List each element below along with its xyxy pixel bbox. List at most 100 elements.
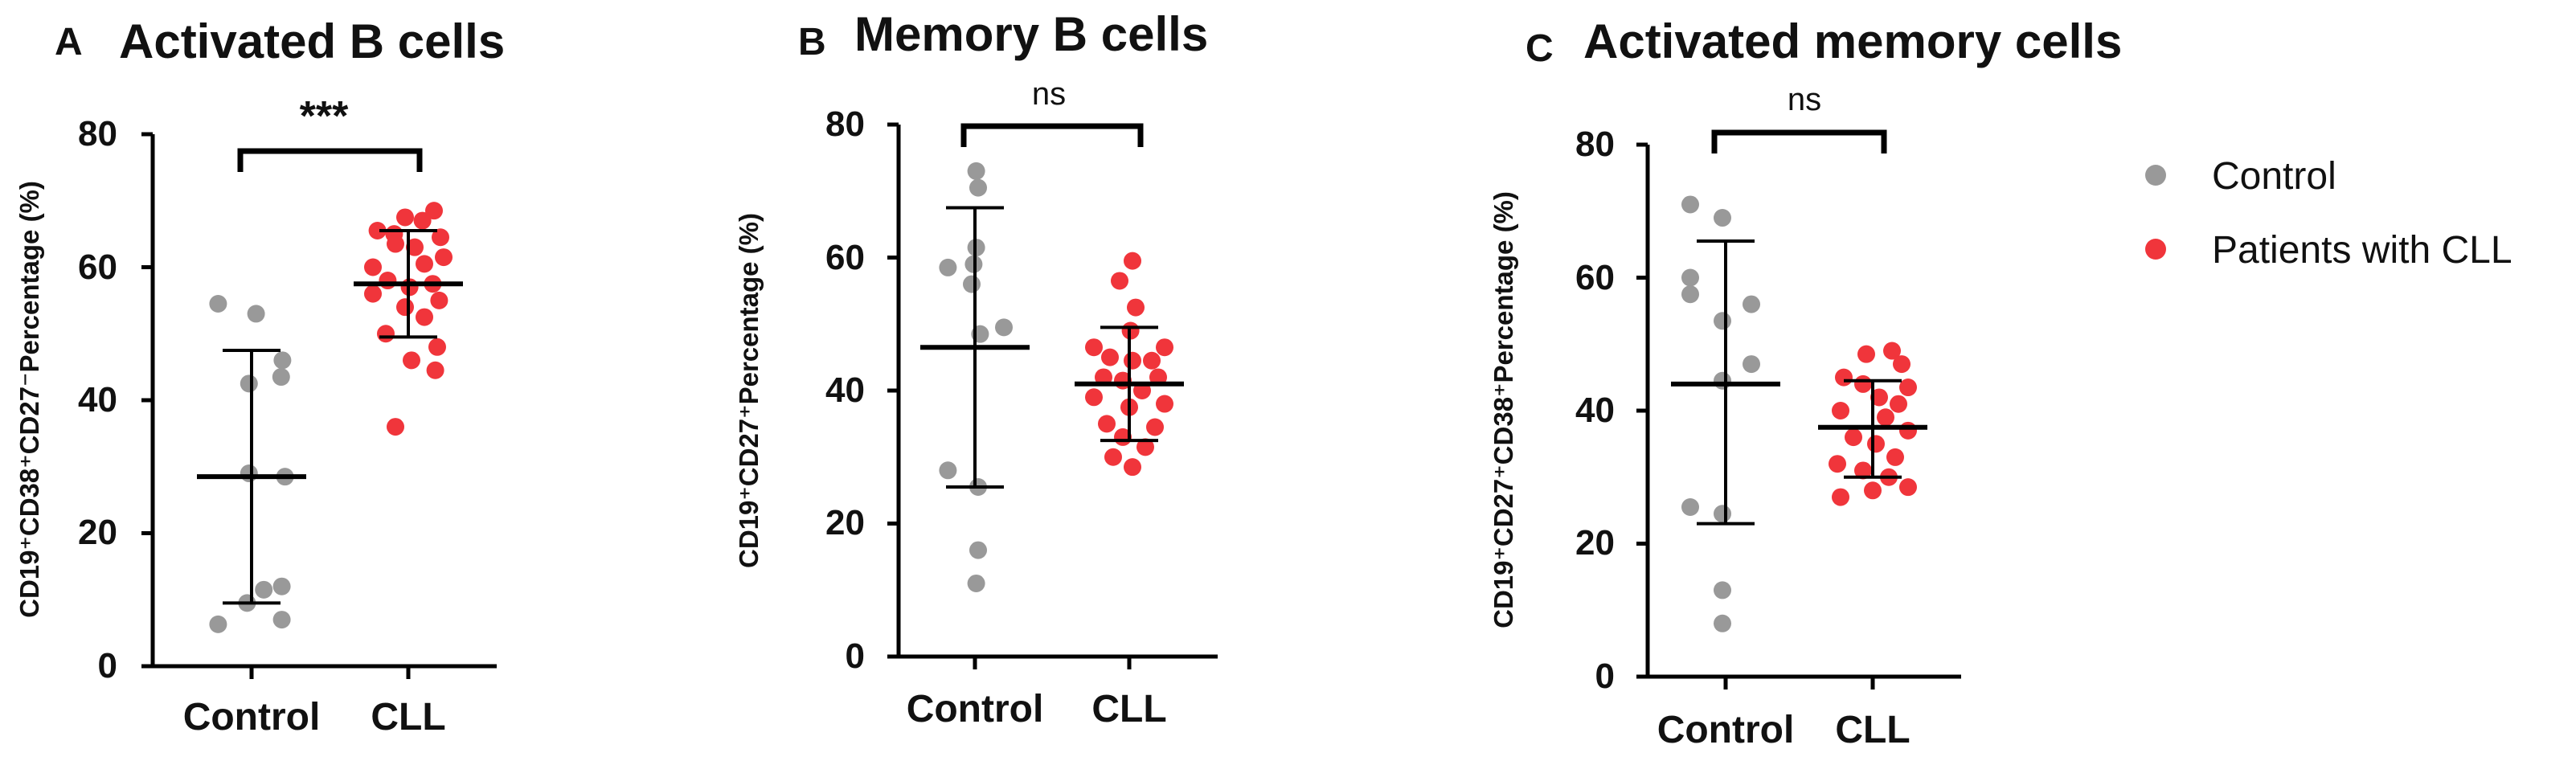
data-point-control [1681, 195, 1699, 214]
y-tick-label: 40 [825, 370, 865, 410]
data-point-control [969, 541, 987, 559]
data-point-control [255, 580, 273, 599]
significance-label: ns [1032, 76, 1066, 112]
y-tick-label: 20 [1575, 523, 1615, 563]
data-point-cll [1124, 252, 1141, 270]
significance-bracket [1711, 129, 1887, 153]
data-point-cll [1146, 418, 1164, 436]
data-point-control [967, 574, 985, 592]
data-point-cll [368, 221, 387, 239]
data-point-cll [1136, 438, 1154, 456]
panel-b: B Memory B cells CD19⁺CD27⁺Percentage (%… [734, 7, 1218, 730]
data-point-cll [1101, 348, 1119, 366]
data-point-cll [377, 325, 395, 343]
data-point-cll [430, 291, 448, 309]
data-point-cll [1156, 338, 1173, 357]
data-point-control [209, 615, 227, 633]
x-category-label: CLL [371, 696, 445, 739]
data-point-cll [432, 228, 449, 247]
data-point-cll [396, 208, 414, 227]
data-point-cll [1156, 395, 1173, 413]
data-point-cll [1899, 421, 1917, 440]
x-category-label: CLL [1835, 709, 1910, 751]
data-point-cll [387, 235, 404, 253]
plot-marks [887, 122, 1218, 669]
data-point-cll [1085, 388, 1103, 407]
data-point-cll [1886, 448, 1904, 466]
data-point-cll [1143, 351, 1161, 370]
data-point-cll [425, 202, 443, 220]
y-tick-label: 0 [98, 646, 117, 685]
data-point-control [209, 295, 227, 313]
data-point-cll [1832, 488, 1849, 506]
significance-label: *** [300, 93, 349, 140]
data-point-control [1681, 285, 1699, 304]
chart-title: Activated memory cells [1583, 14, 2122, 68]
y-tick-label: 20 [825, 503, 865, 542]
data-point-control [1743, 355, 1760, 374]
data-point-cll [426, 361, 444, 379]
data-point-cll [396, 298, 414, 317]
legend-marker-cll [2145, 239, 2166, 260]
data-point-control [1743, 295, 1760, 313]
data-point-cll [1877, 408, 1894, 427]
y-tick-label: 80 [1575, 125, 1615, 164]
y-axis-label: CD19⁺CD38⁺CD27⁻Percentage (%) [14, 181, 44, 618]
y-tick-label: 80 [78, 114, 117, 153]
data-point-control [240, 464, 258, 483]
data-point-control [1714, 312, 1731, 330]
data-point-control [1714, 371, 1731, 390]
plot-marks [1636, 129, 1961, 689]
y-tick-label: 20 [78, 513, 117, 552]
data-point-cll [1829, 455, 1846, 473]
data-point-cll [1845, 428, 1862, 447]
data-point-cll [1854, 461, 1872, 480]
data-point-control [1714, 581, 1731, 599]
legend: Control Patients with CLL [2145, 155, 2513, 272]
data-point-control [995, 318, 1013, 337]
plot-marks [141, 132, 497, 679]
y-tick-label: 0 [846, 636, 865, 676]
data-point-cll [1832, 402, 1849, 419]
legend-marker-control [2145, 165, 2166, 186]
chart-title: Memory B cells [854, 7, 1208, 61]
panel-c: C Activated memory cells CD19⁺CD27⁺CD38⁺… [1489, 14, 2122, 751]
data-point-control [939, 258, 957, 276]
data-point-control [1681, 497, 1699, 516]
data-point-cll [364, 258, 382, 276]
data-point-cll [1857, 345, 1875, 363]
data-point-control [1714, 614, 1731, 632]
data-point-control [969, 178, 987, 197]
data-point-cll [1098, 415, 1116, 433]
y-tick-label: 80 [825, 104, 865, 144]
data-point-cll [413, 211, 432, 230]
data-point-cll [1085, 338, 1103, 357]
data-point-cll [1111, 272, 1128, 290]
y-tick-label: 40 [1575, 391, 1615, 430]
legend-label-cll: Patients with CLL [2212, 229, 2513, 272]
data-point-cll [1890, 395, 1907, 413]
data-point-cll [1870, 388, 1888, 407]
data-point-control [939, 461, 957, 480]
data-point-control [272, 368, 290, 387]
data-point-cll [435, 248, 453, 267]
data-point-cll [428, 338, 446, 356]
panel-a: A Activated B cells CD19⁺CD38⁺CD27⁻Perce… [14, 14, 505, 739]
data-point-control [1714, 505, 1731, 523]
significance-bracket [960, 123, 1144, 147]
data-point-control [273, 351, 292, 370]
data-point-cll [1854, 374, 1872, 393]
y-tick-label: 60 [1575, 258, 1615, 297]
y-axis-label: CD19⁺CD27⁺CD38⁺Percentage (%) [1489, 191, 1518, 628]
x-category-label: Control [183, 696, 321, 739]
panel-letter: B [798, 21, 826, 63]
y-tick-label: 60 [78, 248, 117, 287]
data-point-cll [379, 272, 397, 290]
y-tick-label: 60 [825, 238, 865, 277]
data-point-cll [1127, 298, 1145, 317]
data-point-control [247, 305, 265, 323]
data-point-cll [1864, 481, 1882, 500]
data-point-cll [387, 418, 404, 436]
data-point-cll [1883, 342, 1901, 360]
